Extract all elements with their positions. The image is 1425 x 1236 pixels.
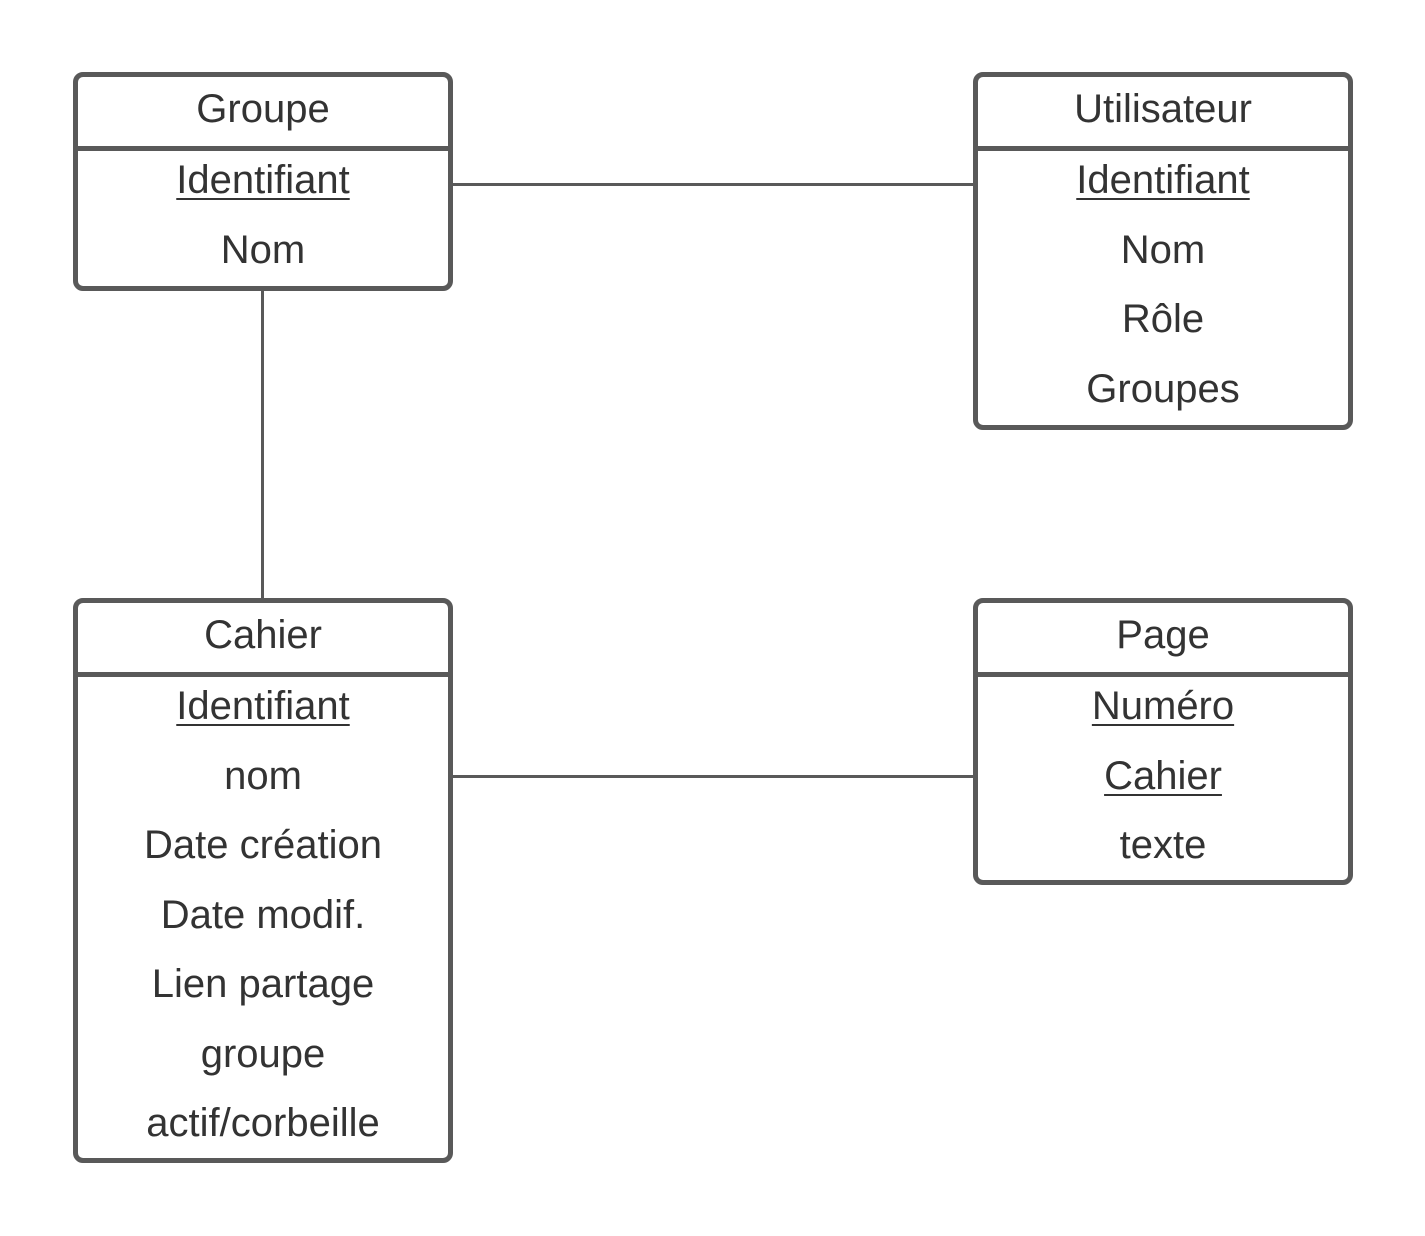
entity-title: Groupe — [78, 77, 448, 151]
attribute: Rôle — [1121, 297, 1205, 341]
attribute: Nom — [220, 227, 306, 272]
attribute: nom — [224, 753, 302, 798]
attribute: Lien partage — [151, 962, 375, 1006]
attribute: groupe — [200, 1031, 326, 1076]
attribute-list: Numéro Cahier texte — [978, 677, 1348, 886]
attribute-list: Identifiant Nom — [78, 151, 448, 290]
entity-utilisateur[interactable]: Utilisateur Identifiant Nom Rôle Groupes — [973, 72, 1353, 430]
attribute-primary-key: Identifiant — [1076, 158, 1250, 202]
attribute: Date création — [144, 823, 382, 867]
entity-title: Utilisateur — [978, 77, 1348, 151]
attribute: texte — [1119, 823, 1207, 867]
relationship-line-cahier-page — [453, 775, 973, 778]
attribute: Nom — [1120, 227, 1206, 272]
attribute-primary-key: Identifiant — [176, 158, 350, 202]
attribute: Groupes — [1086, 366, 1240, 411]
relationship-line-groupe-utilisateur — [453, 183, 973, 186]
entity-groupe[interactable]: Groupe Identifiant Nom — [73, 72, 453, 291]
attribute-primary-key: Cahier — [1104, 753, 1222, 798]
attribute: Date modif. — [160, 892, 366, 937]
entity-title: Cahier — [78, 603, 448, 677]
attribute-list: Identifiant nom Date création Date modif… — [78, 677, 448, 1164]
relationship-line-groupe-cahier — [261, 291, 264, 598]
attribute-primary-key: Numéro — [1091, 684, 1235, 728]
entity-title: Page — [978, 603, 1348, 677]
entity-page[interactable]: Page Numéro Cahier texte — [973, 598, 1353, 885]
attribute-list: Identifiant Nom Rôle Groupes — [978, 151, 1348, 429]
entity-cahier[interactable]: Cahier Identifiant nom Date création Dat… — [73, 598, 453, 1163]
attribute: actif/corbeille — [146, 1101, 380, 1145]
attribute-primary-key: Identifiant — [176, 684, 350, 728]
